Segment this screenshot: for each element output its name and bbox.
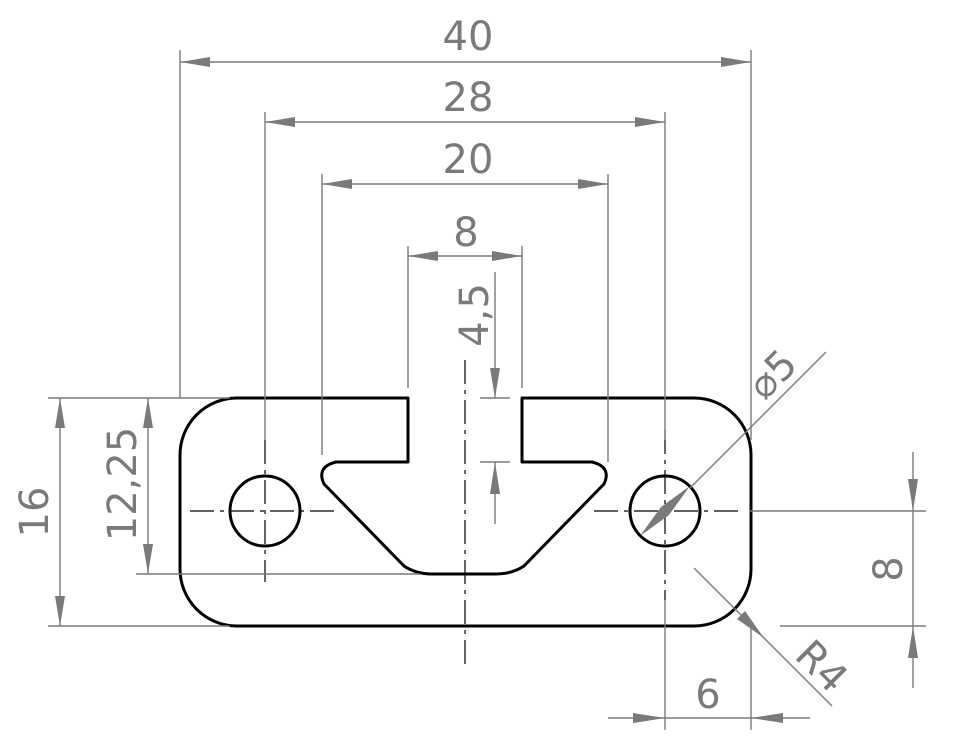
label-corner-radius: R4 — [786, 632, 856, 702]
label-lip-thickness: 4,5 — [452, 283, 498, 347]
label-slot-depth: 12,25 — [100, 427, 146, 542]
label-hole-spacing: 28 — [443, 75, 494, 121]
dimension-lines — [55, 57, 918, 723]
label-slot-width: 20 — [443, 137, 494, 183]
label-slot-opening: 8 — [453, 210, 478, 256]
label-width-overall: 40 — [443, 14, 494, 60]
label-hole-diameter: ⌀5 — [739, 341, 807, 409]
label-hole-height: 8 — [866, 556, 912, 581]
extension-lines — [48, 50, 926, 730]
dim-line-hole-diameter — [689, 351, 827, 489]
label-hole-edge-offset: 6 — [695, 672, 720, 718]
label-height-overall: 16 — [12, 487, 58, 538]
dimension-labels: 40 28 20 8 4,5 16 12,25 ⌀5 8 6 R4 — [12, 14, 912, 718]
